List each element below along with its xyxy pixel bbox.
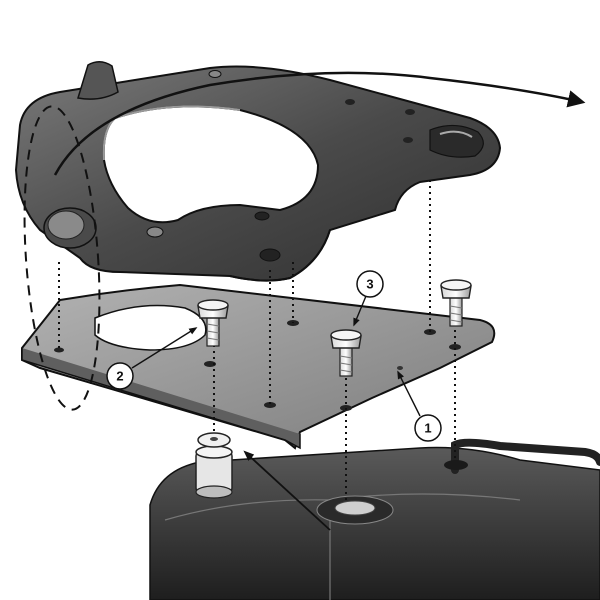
callout-2-label: 2 [116, 369, 123, 384]
alignment-lines [58, 180, 456, 500]
callout-1-label: 1 [424, 421, 431, 436]
callout-2: 2 [106, 327, 198, 390]
rotation-arrow [53, 71, 586, 176]
dashed-ellipse [23, 105, 101, 411]
vehicle-rack-base [149, 438, 600, 600]
bolt-rear-right [440, 279, 472, 327]
bolt-icon [197, 279, 472, 377]
bolt-front-right [330, 329, 362, 377]
bolt-2 [197, 299, 229, 347]
spacer-icon [195, 432, 233, 499]
callout-3: 3 [353, 270, 384, 327]
spacer-leader-line [243, 450, 331, 531]
callout-1: 1 [397, 370, 442, 442]
callout-3-label: 3 [366, 277, 373, 292]
top-carrier-frame [14, 61, 502, 282]
